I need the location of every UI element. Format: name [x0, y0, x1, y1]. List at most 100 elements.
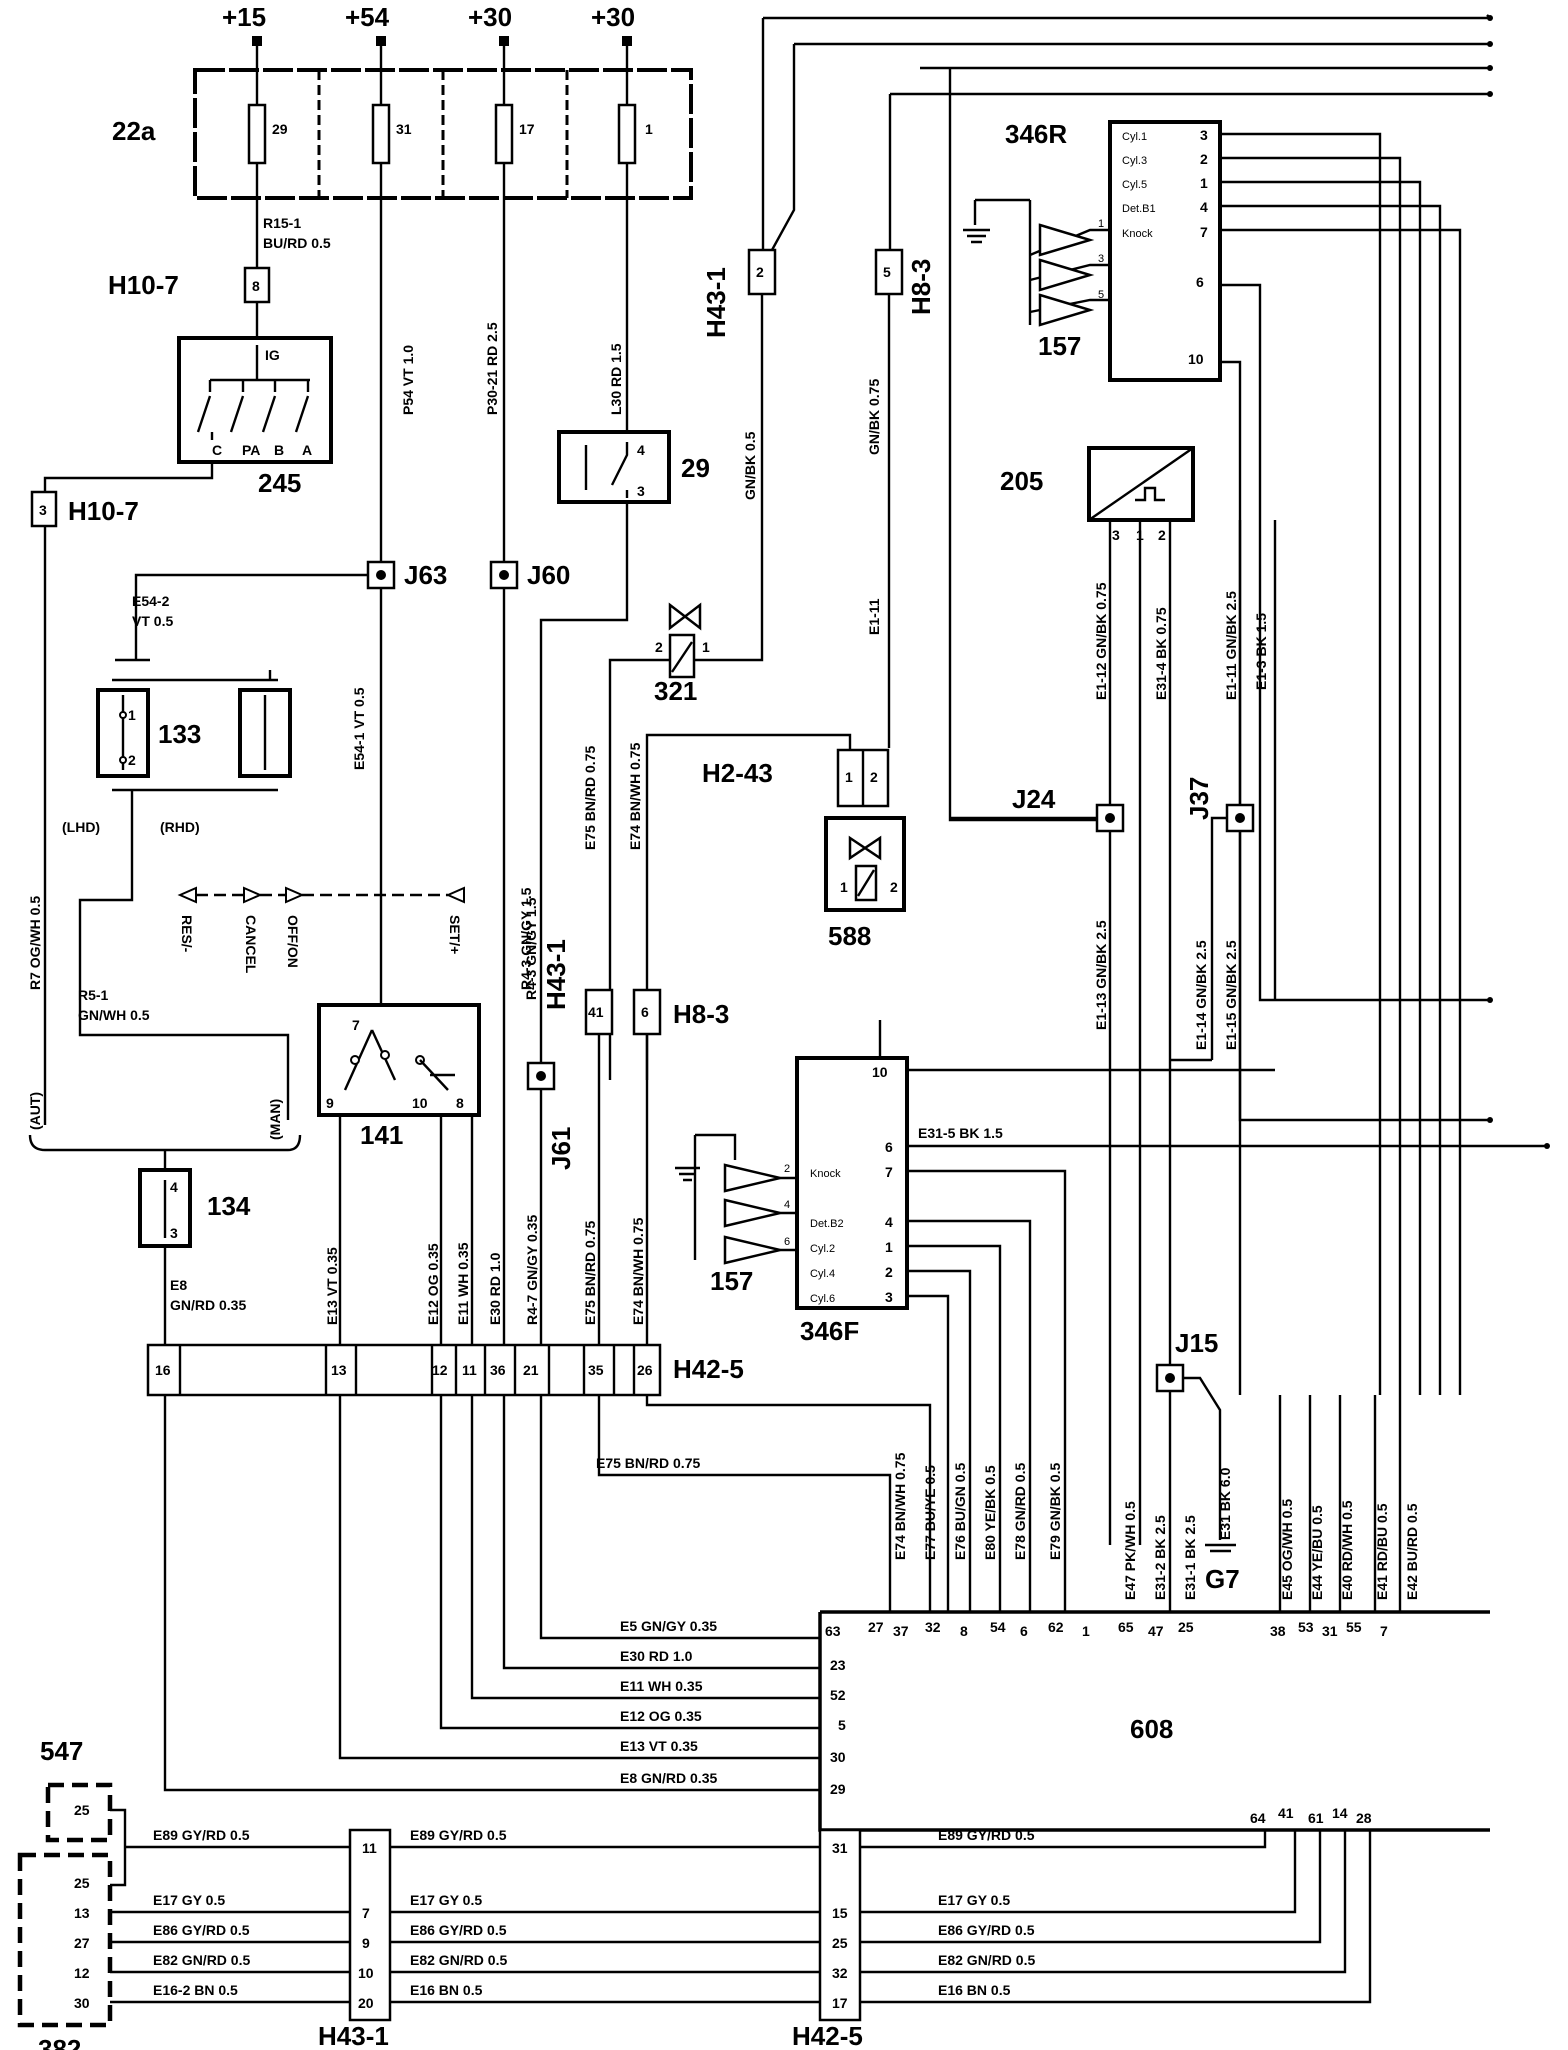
svg-text:E17 GY 0.5: E17 GY 0.5: [410, 1892, 482, 1908]
ecu-pin-number: 1: [1082, 1623, 1090, 1639]
h42-5-to-ecu: E75 BN/RD 0.75 E5 GN/GY 0.35 E30 RD 1.0 …: [163, 1395, 932, 1792]
ecu-pin-number: 53: [1298, 1619, 1314, 1635]
component-label: 547: [40, 1736, 83, 1766]
connector-label: H42-5: [792, 2021, 863, 2050]
svg-text:E31-4 BK 0.75: E31-4 BK 0.75: [1153, 607, 1169, 700]
svg-text:L30 RD 1.5: L30 RD 1.5: [608, 343, 624, 415]
svg-text:30: 30: [830, 1749, 846, 1765]
svg-text:E75 BN/RD 0.75: E75 BN/RD 0.75: [582, 746, 598, 850]
svg-text:1: 1: [702, 639, 710, 655]
fuse-number: 31: [396, 121, 412, 137]
svg-text:B: B: [274, 442, 284, 458]
cruise-supply: P54 VT 1.0 J63 E54-2 VT 0.5 E54-1 VT 0.5: [132, 198, 447, 1010]
svg-text:E11 WH 0.35: E11 WH 0.35: [620, 1678, 703, 1694]
svg-text:20: 20: [358, 1995, 374, 2011]
fuse-number: 29: [272, 121, 288, 137]
svg-text:1: 1: [1098, 218, 1104, 230]
cruise-lever-141: 7 9 10 8 141: [317, 1003, 481, 1150]
mid-connectors: R4-3 GN/GY 1.5 J61 E75 BN/RD 0.75 E74 BN…: [518, 742, 729, 1345]
svg-text:10: 10: [412, 1095, 428, 1111]
svg-text:OFF/ON: OFF/ON: [285, 915, 301, 968]
connector-label: H43-1: [318, 2021, 389, 2050]
ecu-pin-number: 65: [1118, 1619, 1134, 1635]
svg-text:2: 2: [1200, 151, 1208, 167]
svg-text:32: 32: [832, 1965, 848, 1981]
svg-text:21: 21: [523, 1362, 539, 1378]
supply-label: +15: [222, 2, 266, 32]
svg-text:7: 7: [362, 1905, 370, 1921]
svg-text:Cyl.3: Cyl.3: [1122, 155, 1147, 167]
svg-text:2: 2: [890, 879, 898, 895]
svg-text:E89 GY/RD 0.5: E89 GY/RD 0.5: [410, 1827, 507, 1843]
connector-label: H10-7: [68, 496, 139, 526]
svg-text:R4-3 GN/GY 1.5: R4-3 GN/GY 1.5: [523, 897, 539, 1000]
svg-text:6: 6: [885, 1139, 893, 1155]
svg-text:E54-2: E54-2: [132, 593, 170, 609]
ground-j15-g7: J15 G7: [1155, 1328, 1240, 1612]
svg-text:E1-11 GN/BK 2.5: E1-11 GN/BK 2.5: [1223, 591, 1239, 700]
svg-text:9: 9: [326, 1095, 334, 1111]
svg-text:26: 26: [637, 1362, 653, 1378]
svg-text:E86 GY/RD 0.5: E86 GY/RD 0.5: [410, 1922, 507, 1938]
splice-label: J24: [1012, 784, 1056, 814]
svg-text:5: 5: [883, 264, 891, 280]
svg-text:2: 2: [1158, 527, 1166, 543]
cruise-to-h42-5: E13 VT 0.35 E12 OG 0.35 E11 WH 0.35 E30 …: [324, 1115, 646, 1345]
svg-text:2: 2: [655, 639, 663, 655]
ecu-pin-number: 37: [893, 1623, 909, 1639]
svg-text:Det.B2: Det.B2: [810, 1218, 844, 1230]
ignition-cassette-346r: 346R Cyl.1 Cyl.3 Cyl.5 Det.B1 Knock 3 2 …: [963, 119, 1493, 1395]
svg-text:2: 2: [870, 769, 878, 785]
batt-supply-a: P30-21 RD 2.5 J60: [484, 198, 570, 1345]
svg-text:E16 BN 0.5: E16 BN 0.5: [938, 1982, 1011, 1998]
svg-text:Cyl.2: Cyl.2: [810, 1243, 835, 1255]
svg-text:36: 36: [490, 1362, 506, 1378]
svg-text:4: 4: [784, 1199, 790, 1211]
svg-text:C: C: [212, 442, 222, 458]
splice-label: J63: [404, 560, 447, 590]
svg-text:E44 YE/BU 0.5: E44 YE/BU 0.5: [1309, 1505, 1325, 1600]
svg-text:(RHD): (RHD): [160, 819, 200, 835]
svg-text:4: 4: [637, 442, 645, 458]
svg-text:11: 11: [462, 1362, 477, 1378]
svg-text:6: 6: [1196, 274, 1204, 290]
batt-supply-b: L30 RD 1.5 4 3 29 R4-3 GN/GY 1.5: [523, 198, 710, 1080]
svg-text:R5-1: R5-1: [78, 987, 109, 1003]
svg-text:E17 GY 0.5: E17 GY 0.5: [938, 1892, 1010, 1908]
svg-text:E30 RD 1.0: E30 RD 1.0: [620, 1648, 693, 1664]
svg-text:P54 VT 1.0: P54 VT 1.0: [400, 345, 416, 415]
svg-text:VT 0.5: VT 0.5: [132, 613, 173, 629]
svg-text:8: 8: [252, 278, 260, 294]
svg-text:7: 7: [352, 1017, 360, 1033]
svg-text:3: 3: [1098, 253, 1104, 265]
svg-text:12: 12: [432, 1362, 448, 1378]
ecu-pin-number: 54: [990, 1619, 1006, 1635]
svg-text:E12 OG 0.35: E12 OG 0.35: [620, 1708, 702, 1724]
ecu-pin-number: 7: [1380, 1623, 1388, 1639]
ecu-pin-number: 47: [1148, 1623, 1164, 1639]
connector-h43-1: [348, 1828, 392, 2022]
svg-text:7: 7: [1200, 224, 1208, 240]
svg-text:E80 YE/BK 0.5: E80 YE/BK 0.5: [982, 1465, 998, 1560]
svg-text:E31 BK 6.0: E31 BK 6.0: [1217, 1467, 1233, 1540]
svg-text:E1-15 GN/BK 2.5: E1-15 GN/BK 2.5: [1223, 940, 1239, 1050]
ecu-pin-number: 38: [1270, 1623, 1286, 1639]
ecu-pin-number: 32: [925, 1619, 941, 1635]
connector-h10-7: [30, 490, 58, 528]
svg-text:6: 6: [641, 1004, 649, 1020]
svg-text:3: 3: [1112, 527, 1120, 543]
supply-terminals: +15 +54 +30 +30: [222, 2, 635, 70]
brake-switch-133: 1 2 133 (LHD) (RHD) R5-1 GN/WH 0.5: [62, 658, 292, 1120]
component-label: 157: [1038, 331, 1081, 361]
ground-label: G7: [1205, 1564, 1240, 1594]
svg-text:E74 BN/WH 0.75: E74 BN/WH 0.75: [892, 1452, 908, 1560]
svg-text:BU/RD 0.5: BU/RD 0.5: [263, 235, 331, 251]
svg-text:E8 GN/RD 0.35: E8 GN/RD 0.35: [620, 1770, 717, 1786]
svg-text:E12 OG 0.35: E12 OG 0.35: [425, 1243, 441, 1325]
svg-text:E86 GY/RD 0.5: E86 GY/RD 0.5: [938, 1922, 1035, 1938]
svg-text:PA: PA: [242, 442, 260, 458]
gear-switch-134: (AUT) (MAN) 4 3 134 E8 GN/RD 0.35: [27, 1092, 302, 1345]
svg-text:R4-7 GN/GY 0.35: R4-7 GN/GY 0.35: [524, 1215, 540, 1325]
svg-text:E31-2 BK 2.5: E31-2 BK 2.5: [1152, 1515, 1168, 1600]
